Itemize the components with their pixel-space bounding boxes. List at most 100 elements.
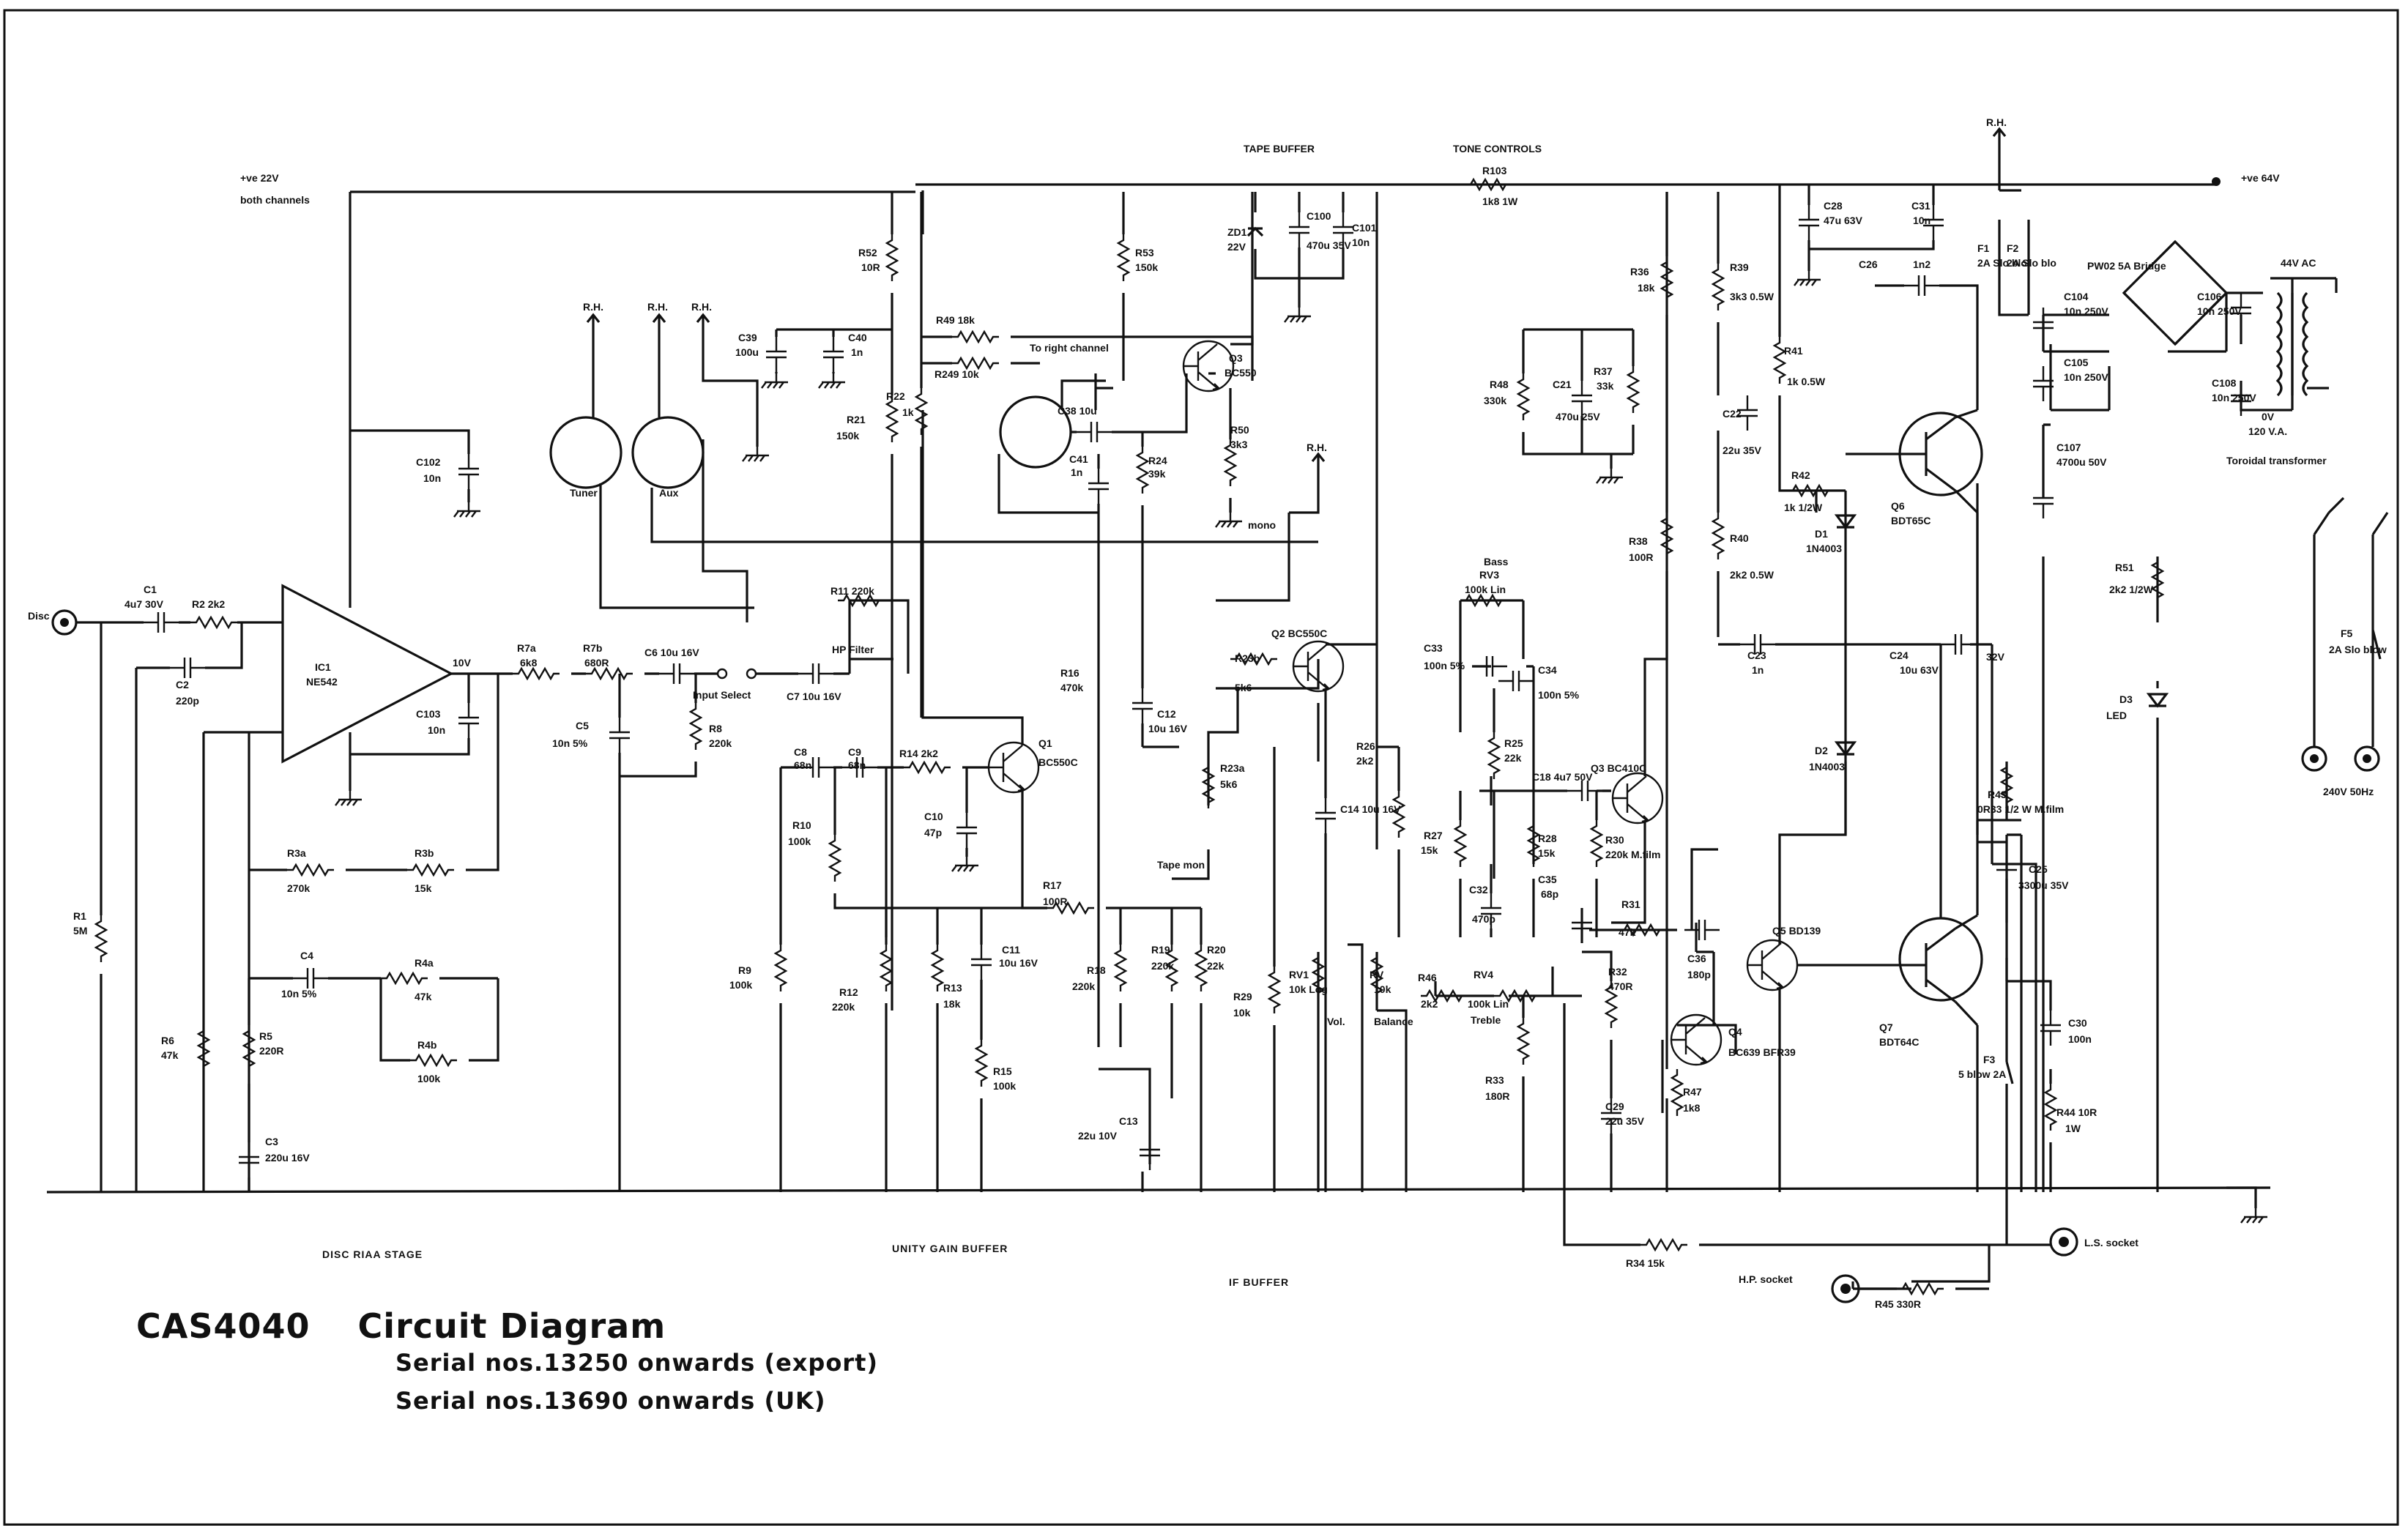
r2-symbol (189, 616, 239, 629)
mains-wiring (2156, 278, 2389, 1192)
r24-label: R24 (1148, 455, 1167, 466)
r39-symbol (1712, 262, 1725, 312)
c36-value: 180p (1687, 969, 1711, 980)
r3a-value: 270k (287, 882, 310, 894)
r40-value: 2k2 0.5W (1730, 569, 1775, 581)
r15-label: R15 (993, 1065, 1012, 1077)
c30-value: 100n (2068, 1033, 2092, 1045)
rv4-value: 100k Lin (1468, 998, 1509, 1010)
tuner-din[interactable] (549, 416, 623, 489)
rh-arrow-5 (1992, 127, 2007, 139)
input-select-line (756, 658, 893, 675)
c106-label: C106 (2197, 291, 2222, 302)
v44ac-label: 44V AC (2281, 257, 2316, 269)
r6-label: R6 (161, 1035, 174, 1046)
c100-value: 470u 35V (1307, 239, 1351, 251)
r1-value: 5M (73, 925, 87, 937)
r33-value: 180R (1485, 1090, 1509, 1102)
r13-symbol (931, 943, 944, 993)
q6-value: BDT65C (1891, 515, 1931, 526)
model-title: CAS4040 (136, 1306, 311, 1346)
zd1-value: 22V (1227, 241, 1246, 253)
r46-value: 2k2 (1421, 998, 1438, 1010)
c10-ground (951, 855, 980, 873)
c102-label: C102 (416, 456, 441, 468)
r5-label: R5 (259, 1030, 272, 1042)
r30-symbol (1590, 819, 1603, 868)
r32-label: R32 (1608, 966, 1627, 978)
r6-value: 47k (161, 1049, 179, 1061)
ls-socket-pin (2059, 1237, 2069, 1247)
q7-label: Q7 (1879, 1021, 1893, 1033)
r21-value: 150k (836, 430, 859, 442)
q4-transistor (1670, 1013, 1723, 1066)
r49-symbol (951, 330, 1000, 343)
r249-label: R249 10k (934, 368, 979, 380)
r7a-value: 6k8 (520, 657, 538, 669)
input-select-contact[interactable] (716, 668, 728, 680)
rail-64v-terminal (2212, 177, 2221, 186)
aux-label: Aux (659, 487, 679, 499)
r14-label: R14 2k2 (899, 748, 938, 759)
bridge-diodes (2122, 240, 2228, 346)
r50-value: 3k3 (1230, 439, 1248, 450)
c11-label: C11 (1002, 944, 1020, 956)
c1-value: 4u7 30V (125, 598, 164, 610)
c11-symbol (970, 943, 993, 981)
c28-c31-network (1807, 185, 1935, 271)
mains-terminal-l[interactable] (2301, 745, 2327, 772)
mains-terminal-n[interactable] (2354, 745, 2380, 772)
q3b-network (1580, 192, 1677, 1192)
serial-export: Serial nos.13250 onwards (export) (395, 1349, 878, 1377)
r44-symbol (2044, 1082, 2057, 1132)
c40-label: C40 (848, 332, 867, 343)
c103-line (350, 674, 470, 756)
ls-socket[interactable] (2049, 1227, 2078, 1257)
r7b-label: R7b (583, 642, 602, 654)
c6-label: C6 10u 16V (644, 647, 699, 658)
r13-label: R13 (943, 982, 962, 994)
c39-symbol (765, 335, 788, 373)
r31-label: R31 (1621, 898, 1640, 910)
r28-label: R28 (1538, 833, 1557, 844)
q3-transistor (1182, 340, 1235, 392)
ls-socket-label: L.S. socket (2084, 1237, 2138, 1248)
rv-label: RV (1370, 969, 1384, 980)
r53-value: 150k (1135, 261, 1158, 273)
input-select-switch[interactable] (746, 668, 757, 680)
r44-value: 1W (2065, 1123, 2081, 1134)
c24-value: 10u 63V (1900, 664, 1939, 676)
q1-value: BC550C (1038, 756, 1078, 768)
rv4-label: RV4 (1474, 969, 1493, 980)
rail-22v-label: +ve 22V (240, 172, 279, 184)
r10-label: R10 (792, 819, 811, 831)
r18-value: 220k (1072, 980, 1095, 992)
r14-symbol (902, 761, 952, 774)
q6-body (1907, 416, 1956, 492)
c22-value: 22u 35V (1723, 444, 1762, 456)
ic1-triangle[interactable] (281, 584, 454, 764)
r33-symbol (1517, 1016, 1530, 1066)
r29-label: R29 (1233, 991, 1252, 1002)
tap-120: 120 V.A. (2248, 425, 2287, 437)
r30-value: 220k M.film (1605, 849, 1660, 860)
c7-label: C7 10u 16V (787, 691, 841, 702)
r40-label: R40 (1730, 532, 1749, 544)
c35-label: C35 (1538, 874, 1557, 885)
aux-din[interactable] (631, 416, 705, 489)
c2-symbol (168, 656, 207, 680)
c33-label: C33 (1424, 642, 1443, 654)
r20-label: R20 (1207, 944, 1226, 956)
c6-symbol (658, 662, 696, 685)
c10-label: C10 (924, 811, 943, 822)
c103-label: C103 (416, 708, 441, 720)
r7b-symbol (584, 667, 634, 680)
c103-value: 10n (428, 724, 445, 736)
f1-label: F1 (1977, 242, 1990, 254)
c13-label: C13 (1119, 1115, 1138, 1127)
r3a-label: R3a (287, 847, 306, 859)
rh-2: R.H. (647, 301, 668, 313)
q1-transistor (987, 741, 1040, 794)
rv-value: 10k (1374, 983, 1391, 995)
c101-label: C101 (1352, 222, 1377, 234)
